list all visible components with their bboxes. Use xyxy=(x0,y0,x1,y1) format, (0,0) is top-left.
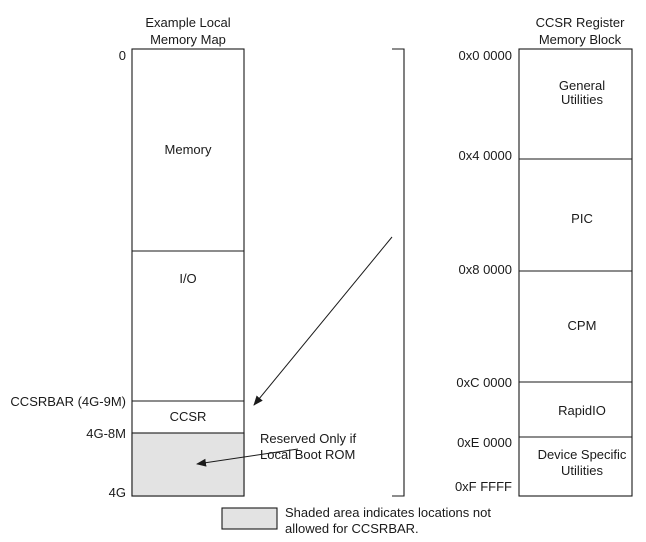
ccsr-addr-0xc0000: 0xC 0000 xyxy=(456,375,512,390)
region-general-utilities-line-1: General xyxy=(559,78,605,93)
reserved-shaded-region xyxy=(131,432,245,497)
region-general-utilities-line-2: Utilities xyxy=(561,92,603,107)
ccsr-addr-0x40000: 0x4 0000 xyxy=(459,148,513,163)
region-rapidio-label: RapidIO xyxy=(558,403,606,418)
region-cpm-label: CPM xyxy=(568,318,597,333)
region-io-label: I/O xyxy=(179,271,196,286)
legend-shade-swatch xyxy=(221,507,278,530)
local-addr-ccsrbar: CCSRBAR (4G-9M) xyxy=(10,394,126,409)
legend-text-line-1: Shaded area indicates locations not xyxy=(285,505,491,520)
ccsr-range-bracket xyxy=(392,48,405,497)
reserved-note-line-2: Local Boot ROM xyxy=(260,447,355,462)
reserved-note-line-1: Reserved Only if xyxy=(260,431,356,446)
local-memory-map-column xyxy=(131,48,245,497)
local-addr-zero: 0 xyxy=(119,48,126,63)
region-device-specific-line-2: Utilities xyxy=(561,463,603,478)
reserved-note-arrow xyxy=(196,448,299,467)
ccsr-addr-0xe0000: 0xE 0000 xyxy=(457,435,512,450)
local-addr-4g-8m: 4G-8M xyxy=(86,426,126,441)
ccsr-block-title-line-2: Memory Block xyxy=(539,32,622,47)
ccsr-block-title-line-1: CCSR Register xyxy=(536,15,626,30)
local-map-title-line-1: Example Local xyxy=(145,15,230,30)
local-addr-4g: 4G xyxy=(109,485,126,500)
region-memory-label: Memory xyxy=(165,142,212,157)
ccsr-addr-0x80000: 0x8 0000 xyxy=(459,262,513,277)
ccsr-addr-0xfffff: 0xF FFFF xyxy=(455,479,512,494)
ccsr-addr-0x00000: 0x0 0000 xyxy=(459,48,513,63)
bracket-to-ccsr-arrow xyxy=(253,236,393,406)
legend-text-line-2: allowed for CCSRBAR. xyxy=(285,521,419,536)
region-ccsr-label: CCSR xyxy=(170,409,207,424)
local-map-title-line-2: Memory Map xyxy=(150,32,226,47)
ccsr-register-block-column xyxy=(518,48,633,497)
region-pic-label: PIC xyxy=(571,211,593,226)
region-device-specific-line-1: Device Specific xyxy=(538,447,627,462)
